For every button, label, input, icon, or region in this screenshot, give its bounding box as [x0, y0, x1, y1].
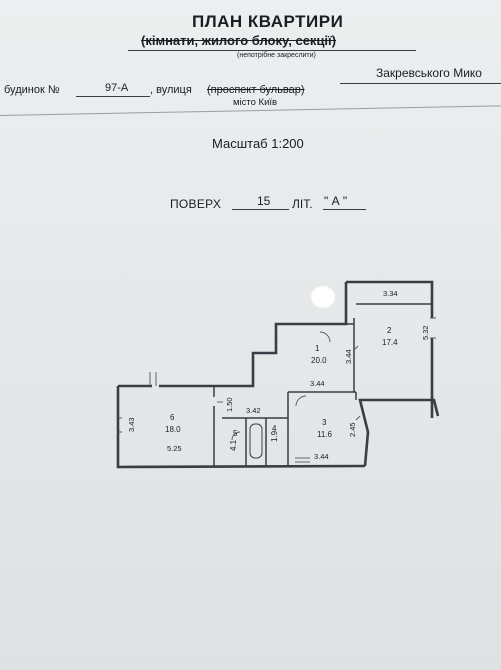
- plan-title: ПЛАН КВАРТИРИ: [192, 12, 344, 31]
- street-label: , вулиця: [150, 84, 192, 96]
- room-3-area: 11.6: [317, 430, 333, 439]
- building-label: будинок №: [4, 84, 60, 96]
- floor-number-line: [232, 209, 289, 210]
- dim-room1-width: 3.44: [310, 379, 325, 388]
- dim-room1-height: 3.44: [344, 349, 353, 364]
- street-name: Закревського Мико: [376, 66, 482, 80]
- room-1-number: 1: [315, 344, 320, 353]
- street-type-struck: (проспект бульвар): [207, 84, 305, 96]
- dim-room6-width: 5.25: [167, 444, 182, 453]
- subtitle-underline: [128, 50, 416, 51]
- floor-number: 15: [257, 194, 271, 208]
- outer-wall-left-wing: [116, 386, 366, 469]
- lit-value-line: [323, 209, 366, 210]
- dim-hall-depth: 1.50: [225, 397, 234, 412]
- plan-subtitle: (кімнати, жилого блоку, секції): [141, 33, 337, 48]
- dim-room3-height: 2.45: [348, 422, 357, 437]
- subtitle-note: (непотрібне закреслити): [237, 52, 316, 59]
- lit-value: " А ": [324, 194, 348, 208]
- dim-tick-3: [355, 415, 361, 421]
- room-5-area: 4.1: [229, 439, 238, 451]
- dim-hall-width: 3.42: [246, 406, 261, 415]
- dim-room2-height: 5.32: [421, 325, 430, 340]
- room-5-number: 5: [233, 429, 238, 438]
- room-3-number: 3: [322, 418, 327, 427]
- door-arc-3: [319, 331, 331, 343]
- door-arc-1: [295, 395, 307, 407]
- door-arc-2: [231, 431, 241, 441]
- room-1-area: 20.0: [311, 356, 327, 365]
- window-mark-2: [118, 417, 122, 433]
- room-2-number: 2: [387, 326, 392, 335]
- dim-tick-1: [353, 345, 359, 351]
- floor-label: ПОВЕРХ: [170, 197, 222, 211]
- building-number: 97-А: [105, 82, 129, 94]
- lit-label: ЛІТ.: [292, 197, 313, 211]
- outer-wall-top-right: [346, 280, 434, 318]
- dim-room3-width: 3.44: [314, 452, 329, 461]
- room-4-area: 1.9: [270, 430, 279, 442]
- building-number-line: [76, 96, 150, 97]
- window-mark-3: [430, 317, 436, 339]
- room-4-number: 4: [272, 424, 277, 433]
- dim-top-right-width: 3.34: [383, 289, 398, 298]
- photo-blemish: [310, 285, 336, 309]
- bathtub-fixture: [249, 423, 263, 459]
- room-2-area: 17.4: [382, 338, 398, 347]
- room-6-number: 6: [170, 413, 175, 422]
- city-label: місто Київ: [233, 97, 278, 108]
- dim-room6-height: 3.43: [127, 417, 136, 432]
- scale-label: Масштаб 1:200: [212, 136, 304, 151]
- room-6-area: 18.0: [165, 425, 181, 434]
- window-mark-1: [149, 372, 157, 386]
- balcony-outline: [358, 398, 440, 467]
- street-name-line: [340, 83, 501, 84]
